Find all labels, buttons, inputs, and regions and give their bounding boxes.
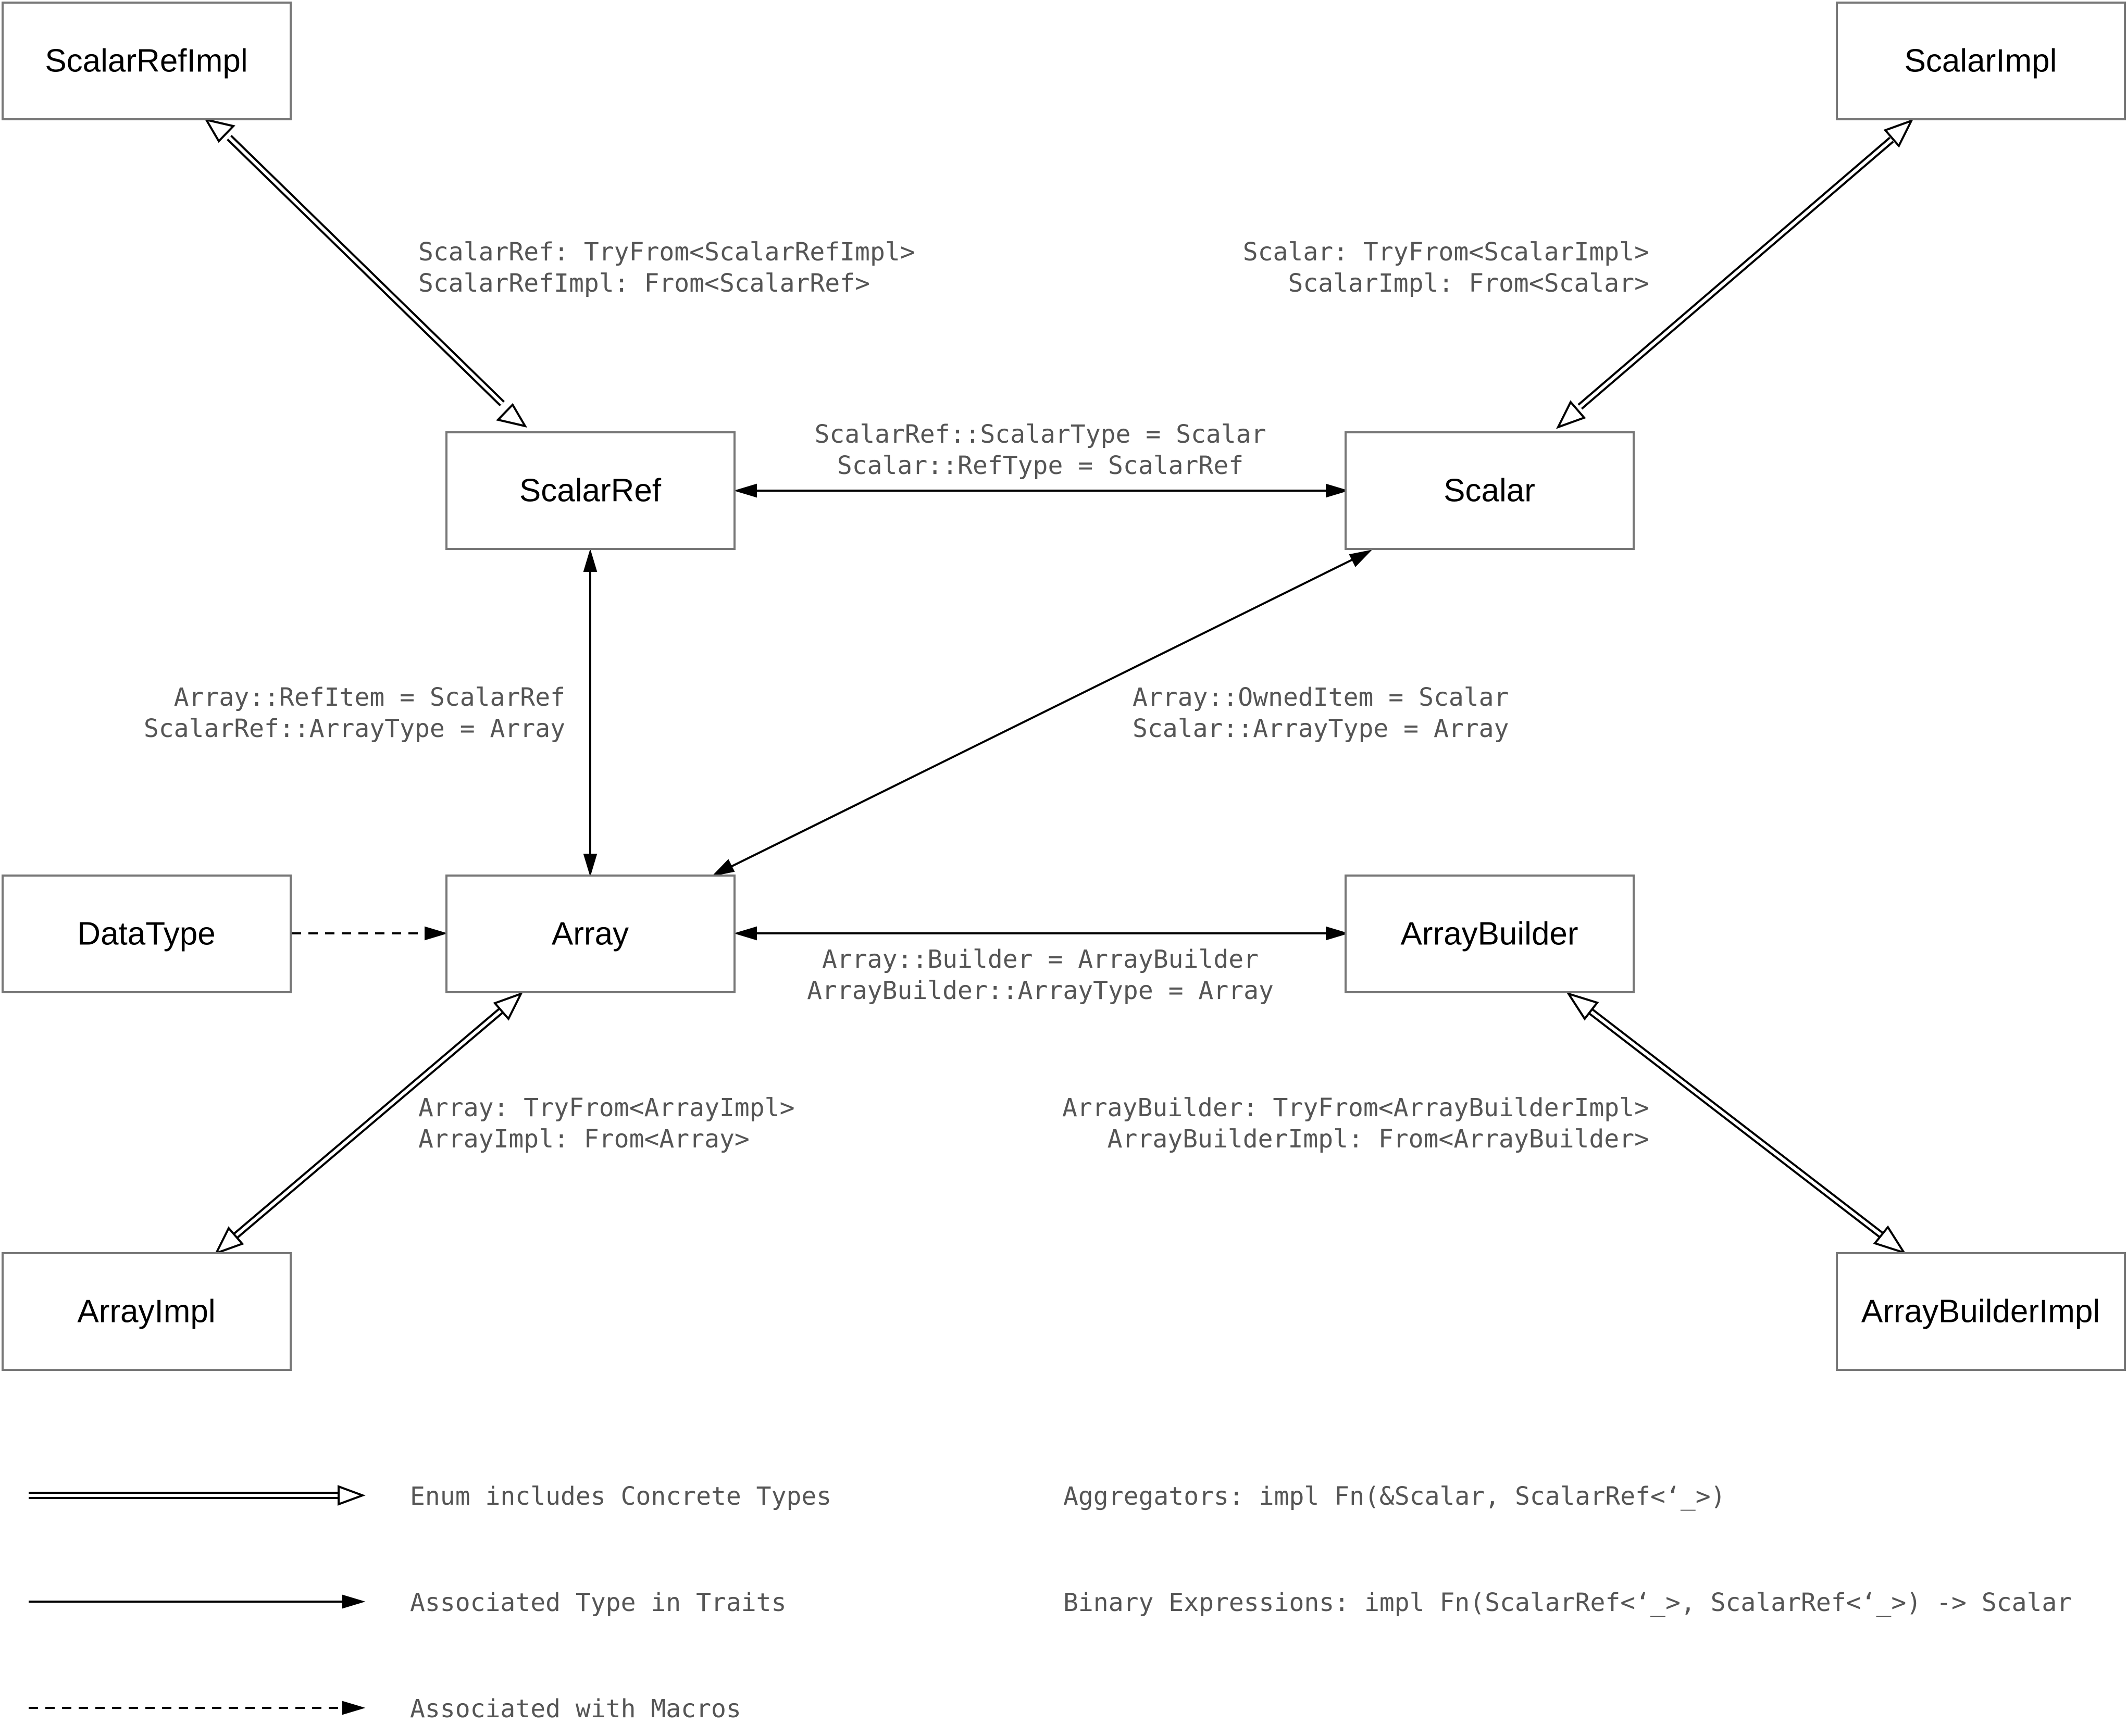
note-binary-expressions: Binary Expressions: impl Fn(ScalarRef<‘_… xyxy=(1063,1588,2072,1617)
node-label: Array xyxy=(552,916,629,952)
enum-connector-scalarimpl-scalar xyxy=(1556,119,1914,429)
node-label: ScalarRef xyxy=(519,473,662,509)
edge-label-scalarimpl-line1: Scalar: TryFrom<ScalarImpl> xyxy=(1243,238,1649,267)
node-label: Scalar xyxy=(1444,473,1535,509)
edge-label-scalarrefimpl-line1: ScalarRef: TryFrom<ScalarRefImpl> xyxy=(418,238,915,267)
legend-macros-label: Associated with Macros xyxy=(410,1694,741,1723)
edge-label-scalarref-scalar-line1: ScalarRef::ScalarType = Scalar xyxy=(815,420,1266,449)
edge-label-array-scalarref-line2: ScalarRef::ArrayType = Array xyxy=(144,714,565,743)
legend-associated-label: Associated Type in Traits xyxy=(410,1588,786,1617)
edge-label-arraybuilderimpl-line1: ArrayBuilder: TryFrom<ArrayBuilderImpl> xyxy=(1062,1093,1649,1122)
edge-label-array-scalar-line2: Scalar::ArrayType = Array xyxy=(1133,714,1509,743)
node-scalar-ref[interactable]: ScalarRef xyxy=(445,431,736,550)
node-scalar[interactable]: Scalar xyxy=(1345,431,1635,550)
node-label: ArrayBuilder xyxy=(1400,916,1578,952)
edge-label-array-scalar-line1: Array::OwnedItem = Scalar xyxy=(1133,683,1509,712)
legend-enum-label: Enum includes Concrete Types xyxy=(410,1482,831,1511)
assoc-connector-scalarref-scalar xyxy=(733,483,1349,498)
node-data-type[interactable]: DataType xyxy=(2,875,292,993)
legend-enum-arrow xyxy=(29,1485,366,1506)
note-aggregators: Aggregators: impl Fn(&Scalar, ScalarRef<… xyxy=(1063,1482,1726,1511)
edge-label-scalarref-scalar-line2: Scalar::RefType = ScalarRef xyxy=(837,451,1243,480)
edge-label-scalarrefimpl-line2: ScalarRefImpl: From<ScalarRef> xyxy=(418,269,870,298)
legend: Enum includes Concrete Types Associated … xyxy=(29,1482,831,1723)
node-array-builder-impl[interactable]: ArrayBuilderImpl xyxy=(1836,1252,2126,1371)
legend-associated-arrow xyxy=(29,1594,366,1609)
enum-connector-arraybuilder-arraybuilderimpl xyxy=(1566,992,1907,1255)
edge-label-scalarimpl-line2: ScalarImpl: From<Scalar> xyxy=(1288,269,1649,298)
node-label: DataType xyxy=(77,916,215,952)
node-array-impl[interactable]: ArrayImpl xyxy=(2,1252,292,1371)
assoc-connector-scalar-array xyxy=(712,549,1372,877)
nodes: ScalarRefImpl ScalarImpl ScalarRef Scala… xyxy=(2,2,2126,1371)
node-label: ArrayImpl xyxy=(77,1294,215,1330)
enum-connector-array-arrayimpl xyxy=(214,992,524,1255)
enum-connector-scalarrefimpl-scalarref xyxy=(204,118,528,428)
edge-label-array-builder-line2: ArrayBuilder::ArrayType = Array xyxy=(807,976,1274,1005)
edge-label-array-scalarref-line1: Array::RefItem = ScalarRef xyxy=(174,683,565,712)
edge-labels: ScalarRef: TryFrom<ScalarRefImpl> Scalar… xyxy=(144,238,1649,1154)
assoc-connector-scalarref-array xyxy=(583,548,598,877)
node-label: ScalarImpl xyxy=(1905,43,2057,79)
node-array-builder[interactable]: ArrayBuilder xyxy=(1345,875,1635,993)
node-array[interactable]: Array xyxy=(445,875,736,993)
node-label: ArrayBuilderImpl xyxy=(1861,1294,2100,1330)
edge-label-arrayimpl-line2: ArrayImpl: From<Array> xyxy=(418,1125,750,1154)
notes: Aggregators: impl Fn(&Scalar, ScalarRef<… xyxy=(1063,1482,2072,1617)
assoc-connector-array-arraybuilder xyxy=(733,926,1349,941)
macro-connector-datatype-array xyxy=(292,926,448,941)
node-label: ScalarRefImpl xyxy=(45,43,247,79)
edge-label-array-builder-line1: Array::Builder = ArrayBuilder xyxy=(822,945,1259,974)
node-scalar-ref-impl[interactable]: ScalarRefImpl xyxy=(2,2,292,120)
edge-label-arrayimpl-line1: Array: TryFrom<ArrayImpl> xyxy=(418,1093,794,1122)
connectors: Array (dashed, macros) --> xyxy=(204,118,1914,1255)
edge-label-arraybuilderimpl-line2: ArrayBuilderImpl: From<ArrayBuilder> xyxy=(1108,1125,1649,1154)
legend-macros-arrow xyxy=(29,1701,366,1715)
node-scalar-impl[interactable]: ScalarImpl xyxy=(1836,2,2126,120)
